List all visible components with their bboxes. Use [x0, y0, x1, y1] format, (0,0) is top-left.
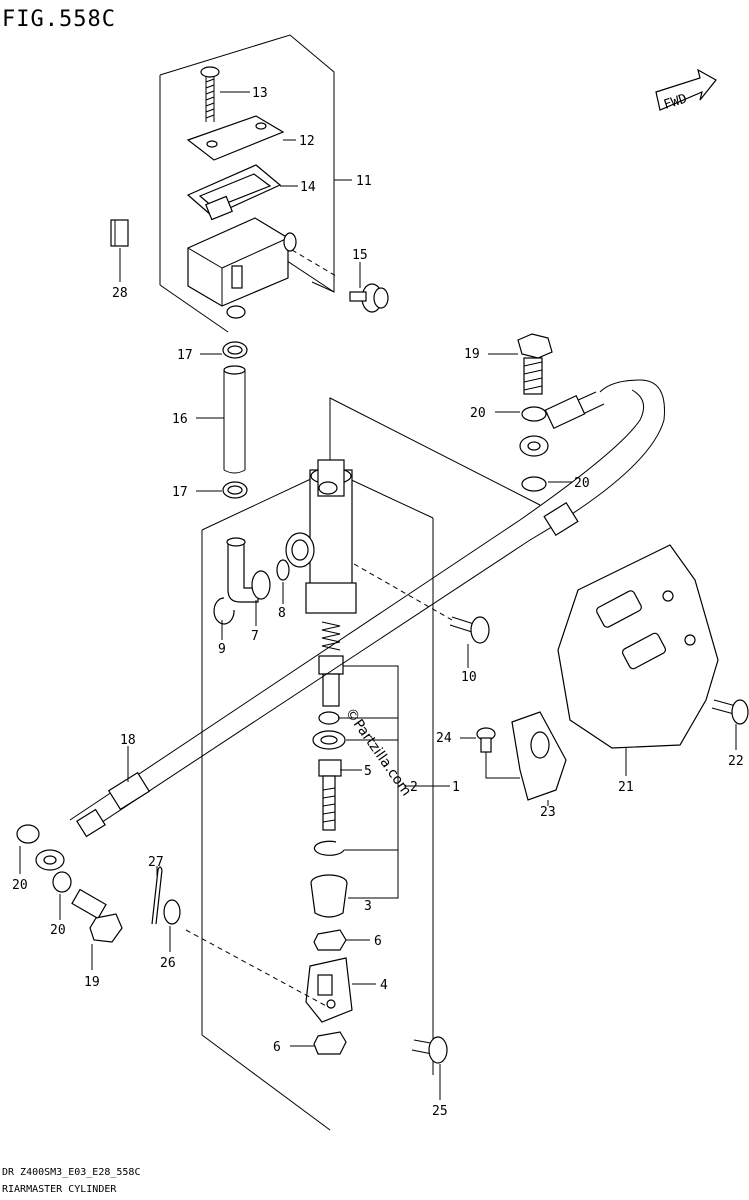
- clip-28: [110, 219, 129, 247]
- callout-19-upper: 19: [464, 347, 480, 362]
- clevis-4: [305, 957, 353, 1023]
- fwd-label: FWD: [662, 91, 689, 113]
- figure-title: FIG.558C: [2, 7, 116, 32]
- nut-6-lower: [313, 1031, 347, 1055]
- washer-20-d: [52, 871, 72, 893]
- callout-2: 2: [410, 780, 418, 795]
- nut-6-upper: [313, 929, 347, 951]
- brake-hose-18: [35, 379, 665, 871]
- callout-8: 8: [278, 606, 286, 621]
- callout-13: 13: [252, 86, 268, 101]
- callout-10: 10: [461, 670, 477, 685]
- callout-21: 21: [618, 780, 634, 795]
- callout-4: 4: [380, 978, 388, 993]
- washer-26: [163, 899, 181, 925]
- callout-9: 9: [218, 642, 226, 657]
- clamp-17-upper: [222, 341, 248, 359]
- callout-14: 14: [300, 180, 316, 195]
- diaphragm-14: [186, 164, 282, 221]
- reservoir-plate-12: [186, 115, 285, 161]
- callout-18: 18: [120, 733, 136, 748]
- banjo-bolt-19-lower: [71, 888, 123, 943]
- hose-16: [223, 365, 246, 474]
- callout-6-lower: 6: [273, 1040, 281, 1055]
- callout-12: 12: [299, 134, 315, 149]
- split-pin-27: [151, 866, 163, 925]
- callout-26: 26: [160, 956, 176, 971]
- bolt-24: [476, 727, 496, 753]
- bracket-23: [511, 711, 567, 801]
- screw-13: [200, 66, 220, 122]
- callout-15: 15: [352, 248, 368, 263]
- leader-lines: [19, 91, 737, 1100]
- figure-code: DR Z400SM3_E03_E28_558C: [2, 1167, 140, 1178]
- fwd-arrow-icon: FWD: [655, 68, 717, 113]
- callout-7: 7: [251, 629, 259, 644]
- washer-20-a: [521, 406, 547, 422]
- callout-22: 22: [728, 754, 744, 769]
- pin-25: [411, 1036, 448, 1064]
- callout-20-b: 20: [574, 476, 590, 491]
- callout-23: 23: [540, 805, 556, 820]
- callout-19-lower: 19: [84, 975, 100, 990]
- washer-20-c: [16, 824, 40, 844]
- banjo-bolt-19-upper: [517, 333, 553, 395]
- piston-5: [312, 655, 346, 831]
- callout-11: 11: [356, 174, 372, 189]
- callout-16: 16: [172, 412, 188, 427]
- bolt-10: [449, 616, 490, 644]
- callout-6-upper: 6: [374, 934, 382, 949]
- circlip-9: [213, 597, 235, 625]
- reservoir-box-outline: [159, 34, 335, 333]
- callout-20-d: 20: [50, 923, 66, 938]
- callout-5: 5: [364, 764, 372, 779]
- callout-24: 24: [436, 731, 452, 746]
- clamp-17-lower: [222, 481, 248, 499]
- callout-1: 1: [452, 780, 460, 795]
- oring-8: [276, 559, 290, 581]
- guard-21: [557, 544, 719, 749]
- boot-3: [310, 874, 348, 918]
- spring: [321, 621, 341, 651]
- elbow-7: [226, 537, 271, 603]
- callout-3: 3: [364, 899, 372, 914]
- reservoir-body: [187, 217, 297, 319]
- bolt-15: [349, 283, 389, 313]
- figure-caption: RIARMASTER CYLINDER: [2, 1184, 117, 1195]
- callout-labels: 13 12 14 11 15 28 17 16 17 19 20 20 9 7 …: [12, 86, 744, 1119]
- watermark: ©Partzilla.com: [342, 705, 415, 799]
- callout-20-a: 20: [470, 406, 486, 421]
- callout-17-lower: 17: [172, 485, 188, 500]
- washer-20-b: [521, 476, 547, 492]
- callout-17-upper: 17: [177, 348, 193, 363]
- callout-20-c: 20: [12, 878, 28, 893]
- cylinder-body: [285, 459, 357, 614]
- circlip-2: [313, 840, 345, 856]
- callout-28: 28: [112, 286, 128, 301]
- callout-27: 27: [148, 855, 164, 870]
- callout-25: 25: [432, 1104, 448, 1119]
- bolt-22: [711, 699, 749, 725]
